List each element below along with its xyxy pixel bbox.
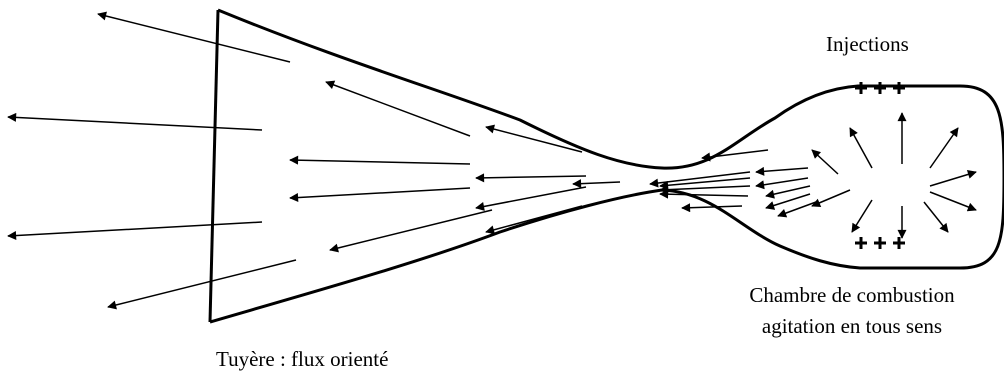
flow-arrow: [475, 173, 587, 183]
flow-arrow: [572, 179, 621, 189]
engine-outline: [208, 8, 1004, 324]
combustion-chamber-label: Chambre de combustion agitation en tous …: [720, 280, 984, 342]
flow-arrow: [97, 11, 291, 63]
chamber-agitation-arrows: [755, 112, 977, 239]
agitation-arrow: [851, 199, 873, 233]
flow-arrow: [485, 124, 583, 153]
chamber-end-cap: [959, 84, 1004, 270]
nozzle-label: Tuyère : flux orienté: [216, 347, 389, 371]
injectors: [855, 82, 905, 249]
agitation-arrow: [777, 201, 817, 218]
flow-arrow: [325, 80, 471, 137]
nozzle-flow-arrows: [7, 11, 769, 310]
flow-arrow: [659, 185, 751, 195]
agitation-arrow: [755, 177, 809, 190]
injections-label: Injections: [826, 32, 909, 56]
flow-arrow: [289, 155, 471, 165]
agitation-arrow: [849, 127, 873, 169]
nozzle-upper-wall: [217, 8, 960, 170]
agitation-arrow: [929, 127, 959, 169]
combustion-chamber-title: Chambre de combustion: [749, 283, 955, 307]
agitation-arrow: [765, 185, 811, 199]
nozzle-exit-line: [208, 9, 220, 323]
agitation-arrow: [811, 149, 839, 175]
flow-arrow: [475, 186, 587, 211]
agitation-arrow: [923, 201, 949, 233]
combustion-chamber-subtitle: agitation en tous sens: [761, 314, 943, 338]
flow-arrow: [289, 187, 471, 203]
agitation-arrow: [755, 166, 809, 176]
bottom-injectors-icon: [855, 237, 905, 249]
flow-arrow: [7, 221, 263, 241]
flow-arrow: [107, 259, 297, 310]
agitation-arrow: [765, 193, 811, 210]
top-injectors-icon: [855, 82, 905, 94]
flow-arrow: [681, 203, 743, 213]
flow-arrow: [485, 205, 583, 235]
flow-arrow: [329, 209, 493, 253]
flow-arrow: [659, 177, 751, 190]
agitation-arrow: [811, 189, 851, 208]
flow-arrow: [7, 112, 263, 131]
flow-arrow: [701, 149, 769, 162]
agitation-arrow: [929, 170, 977, 187]
flow-arrow: [659, 189, 749, 199]
nozzle-lower-wall: [209, 188, 960, 324]
agitation-arrow: [929, 191, 977, 212]
